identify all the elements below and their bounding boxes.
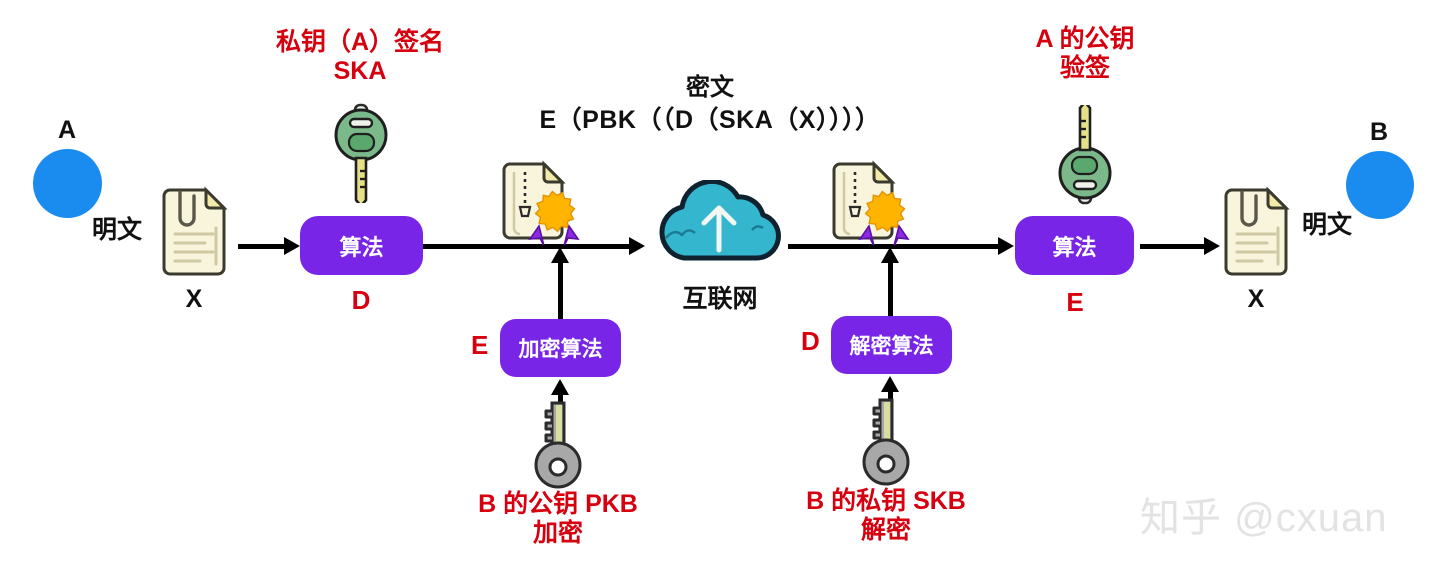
circle-a — [33, 149, 102, 218]
verify-algorithm-box[interactable]: 算法 — [1015, 216, 1134, 275]
key-icon — [858, 394, 914, 486]
verify-key-title-line1: A 的公钥 — [1035, 25, 1135, 53]
encrypt-algorithm-letter: E — [471, 330, 489, 360]
encrypt-algorithm-label: 加密算法 — [518, 338, 603, 361]
circle-b — [1346, 151, 1414, 219]
actor-a-label: A — [58, 116, 77, 144]
signed-document-icon — [498, 160, 588, 247]
sign-algorithm-label: 算法 — [339, 234, 384, 260]
encrypt-algorithm-box[interactable]: 加密算法 — [500, 319, 621, 377]
plaintext-symbol-right: X — [1247, 285, 1265, 313]
cloud-upload-icon — [648, 178, 791, 265]
pkb-caption-line2: 加密 — [532, 518, 583, 547]
document-icon — [158, 186, 230, 278]
signed-document-icon — [828, 160, 918, 247]
document-icon — [1220, 186, 1292, 278]
sign-key-title-line1: 私钥（A）签名 — [275, 28, 445, 56]
pkb-caption-line1: B 的公钥 PKB — [478, 490, 638, 518]
key-icon — [330, 103, 392, 209]
cipher-title: 密文 — [686, 74, 734, 101]
skb-caption-line1: B 的私钥 SKB — [806, 487, 966, 515]
decrypt-algorithm-label: 解密算法 — [849, 335, 934, 358]
plaintext-label-left: 明文 — [92, 216, 143, 244]
pkb-caption: B 的公钥 PKB 加密 — [438, 490, 678, 548]
verify-key-title-line2: 验签 — [1059, 53, 1110, 82]
plaintext-symbol-left: X — [185, 285, 203, 313]
verify-algorithm-letter: E — [1066, 287, 1084, 317]
actor-b-label: B — [1370, 118, 1389, 146]
watermark: 知乎 @cxuan — [1140, 496, 1388, 540]
sign-algorithm-letter: D — [351, 285, 371, 315]
skb-caption: B 的私钥 SKB 解密 — [766, 487, 1006, 545]
cipher-formula: E（PBK（（D（SKA（X）））） — [539, 106, 881, 134]
plaintext-label-right: 明文 — [1302, 211, 1353, 239]
decrypt-algorithm-box[interactable]: 解密算法 — [831, 316, 952, 374]
verify-key-title: A 的公钥 验签 — [965, 25, 1205, 83]
sign-key-title-line2: SKA — [333, 56, 387, 85]
sign-algorithm-box[interactable]: 算法 — [300, 216, 423, 275]
decrypt-algorithm-letter: D — [801, 326, 820, 356]
skb-caption-line2: 解密 — [860, 515, 911, 544]
network-label: 互联网 — [682, 285, 758, 313]
sign-key-title: 私钥（A）签名 SKA — [240, 28, 480, 86]
verify-algorithm-label: 算法 — [1052, 234, 1097, 260]
key-icon — [530, 397, 586, 489]
key-icon — [1054, 99, 1116, 205]
